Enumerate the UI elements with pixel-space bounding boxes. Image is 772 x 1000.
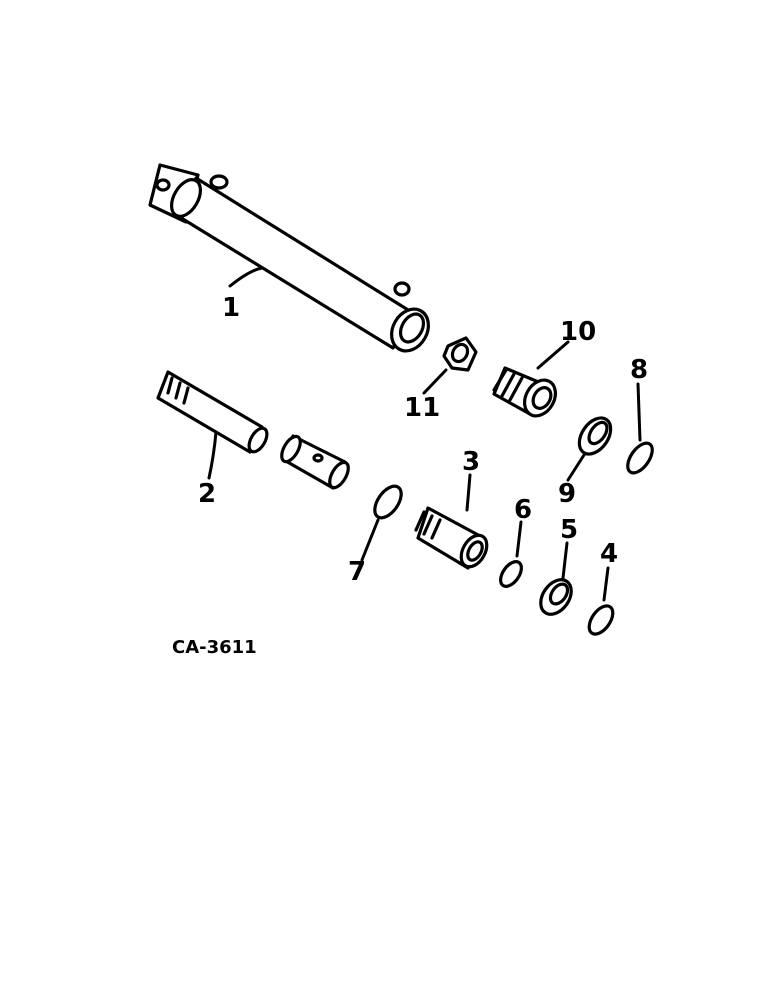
callout-8: 8 [630, 355, 648, 385]
part-1-cylinder-barrel [148, 163, 430, 353]
callout-11: 11 [404, 393, 440, 423]
leader-8 [636, 382, 642, 442]
leader-4 [602, 566, 610, 602]
part-10-piston [492, 366, 558, 418]
leader-6 [515, 520, 523, 558]
part-5-backup-ring [539, 578, 573, 616]
callout-9: 9 [558, 479, 576, 509]
part-6-o-ring [499, 560, 523, 588]
leader-10 [536, 340, 570, 370]
leader-5 [561, 541, 569, 580]
callout-2: 2 [198, 479, 216, 509]
callout-10: 10 [560, 317, 596, 347]
leader-2 [207, 430, 218, 480]
leader-1 [228, 266, 264, 288]
part-3-gland-head [414, 506, 489, 570]
figure-code: CA-3611 [172, 637, 257, 658]
callout-1: 1 [222, 293, 240, 323]
part-4-o-ring [587, 604, 615, 636]
leader-9 [566, 453, 586, 482]
part-2-piston-rod [156, 370, 350, 490]
leader-3 [465, 473, 472, 512]
part-8-o-ring [626, 441, 654, 475]
leader-lines [207, 266, 642, 602]
leader-7 [360, 518, 380, 562]
part-9-backup-ring [577, 416, 613, 456]
callout-6: 6 [514, 495, 532, 525]
callout-labels: 1 2 3 4 5 6 7 8 9 10 11 [198, 293, 648, 587]
part-11-nut [442, 336, 478, 372]
callout-5: 5 [560, 515, 578, 545]
part-7-o-ring [373, 484, 403, 520]
leader-11 [422, 368, 448, 395]
callout-3: 3 [462, 447, 480, 477]
callout-7: 7 [348, 557, 366, 587]
callout-4: 4 [600, 539, 618, 569]
